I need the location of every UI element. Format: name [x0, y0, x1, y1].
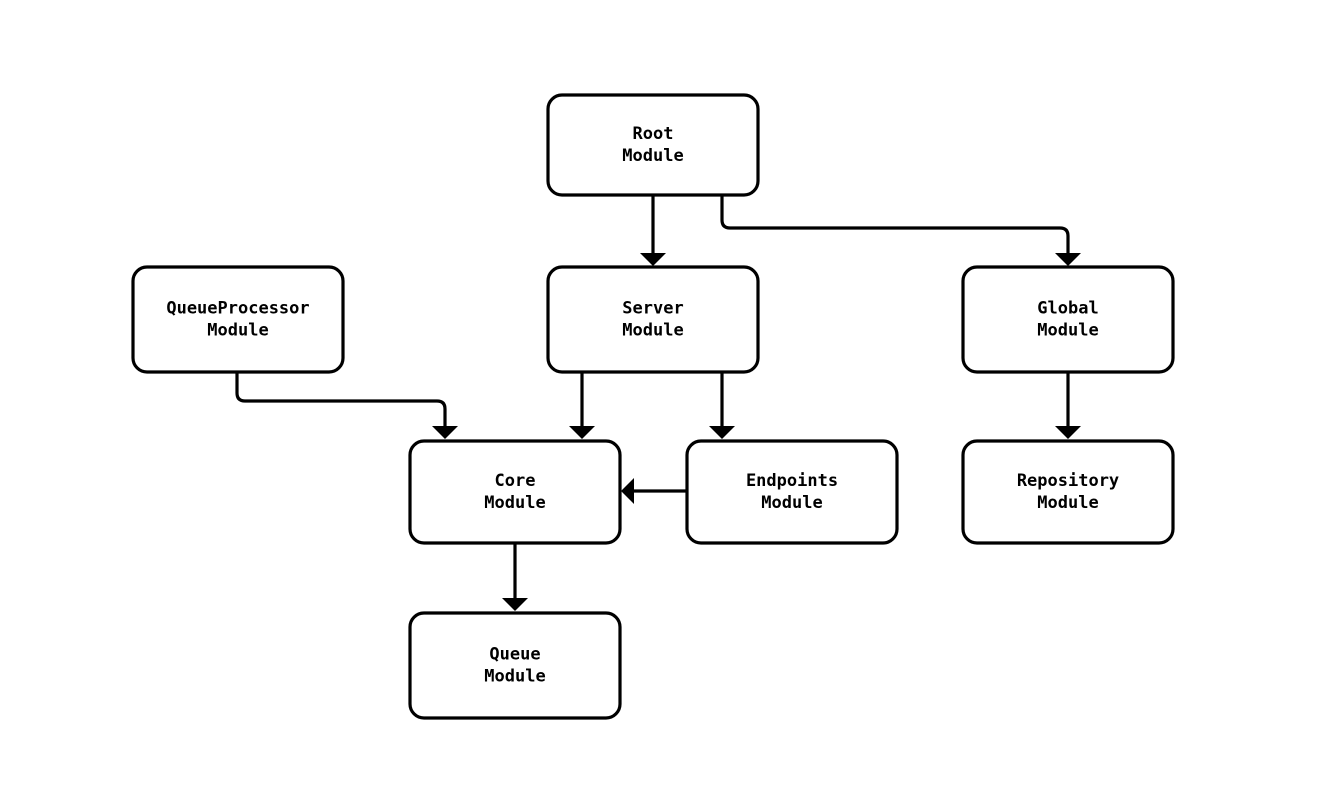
- queue-module-label-line1: Queue: [489, 645, 540, 665]
- edge-root-to-server-arrowhead-icon: [640, 253, 666, 266]
- global-module-label-line2: Module: [1037, 321, 1098, 341]
- core-module-label-line2: Module: [484, 493, 545, 513]
- endpoints-module-label-line2: Module: [761, 493, 822, 513]
- edge-server-to-core: [569, 372, 595, 439]
- global-module-box[interactable]: [961, 265, 1175, 374]
- queueprocessor-module-label-line2: Module: [207, 321, 268, 341]
- queue-module-box[interactable]: [408, 611, 622, 720]
- edge-server-to-core-arrowhead-icon: [569, 426, 595, 439]
- root-module-box[interactable]: [546, 93, 760, 197]
- edge-endpoints-to-core-arrowhead-icon: [621, 478, 634, 504]
- endpoints-module-box[interactable]: [685, 439, 899, 545]
- edge-core-to-queue: [502, 543, 528, 611]
- edge-server-to-endpoints-arrowhead-icon: [709, 426, 735, 439]
- repository-module-label-line1: Repository: [1017, 471, 1119, 491]
- queueprocessor-module-box[interactable]: [131, 265, 345, 374]
- global-module-label-line1: Global: [1037, 299, 1098, 319]
- edge-global-to-repository-arrowhead-icon: [1055, 426, 1081, 439]
- edges-layer: [235, 195, 1081, 611]
- root-module-label-line2: Module: [622, 146, 683, 166]
- edge-root-to-global: [720, 195, 1081, 266]
- edge-queueprocessor-to-core: [235, 372, 458, 439]
- queue-module-label-line2: Module: [484, 667, 545, 687]
- edge-root-to-global-arrowhead-icon: [1055, 253, 1081, 266]
- core-module-box[interactable]: [408, 439, 622, 545]
- edge-core-to-queue-arrowhead-icon: [502, 598, 528, 611]
- core-module-label-line1: Core: [495, 471, 536, 491]
- server-module-label-line2: Module: [622, 321, 683, 341]
- server-module-box[interactable]: [546, 265, 760, 374]
- root-module-label-line1: Root: [633, 124, 674, 144]
- edge-root-to-global-line: [720, 195, 1070, 254]
- server-module-label-line1: Server: [622, 299, 683, 319]
- repository-module-box[interactable]: [961, 439, 1175, 545]
- edge-global-to-repository: [1055, 372, 1081, 439]
- repository-module-label-line2: Module: [1037, 493, 1098, 513]
- endpoints-module-label-line1: Endpoints: [746, 471, 838, 491]
- edge-endpoints-to-core: [621, 478, 687, 504]
- queueprocessor-module-label-line1: QueueProcessor: [166, 299, 309, 319]
- edge-root-to-server: [640, 195, 666, 266]
- nodes-layer: RootModuleQueueProcessorModuleServerModu…: [131, 93, 1175, 720]
- edge-queueprocessor-to-core-arrowhead-icon: [432, 426, 458, 439]
- edge-queueprocessor-to-core-line: [235, 372, 447, 427]
- edge-server-to-endpoints: [709, 372, 735, 439]
